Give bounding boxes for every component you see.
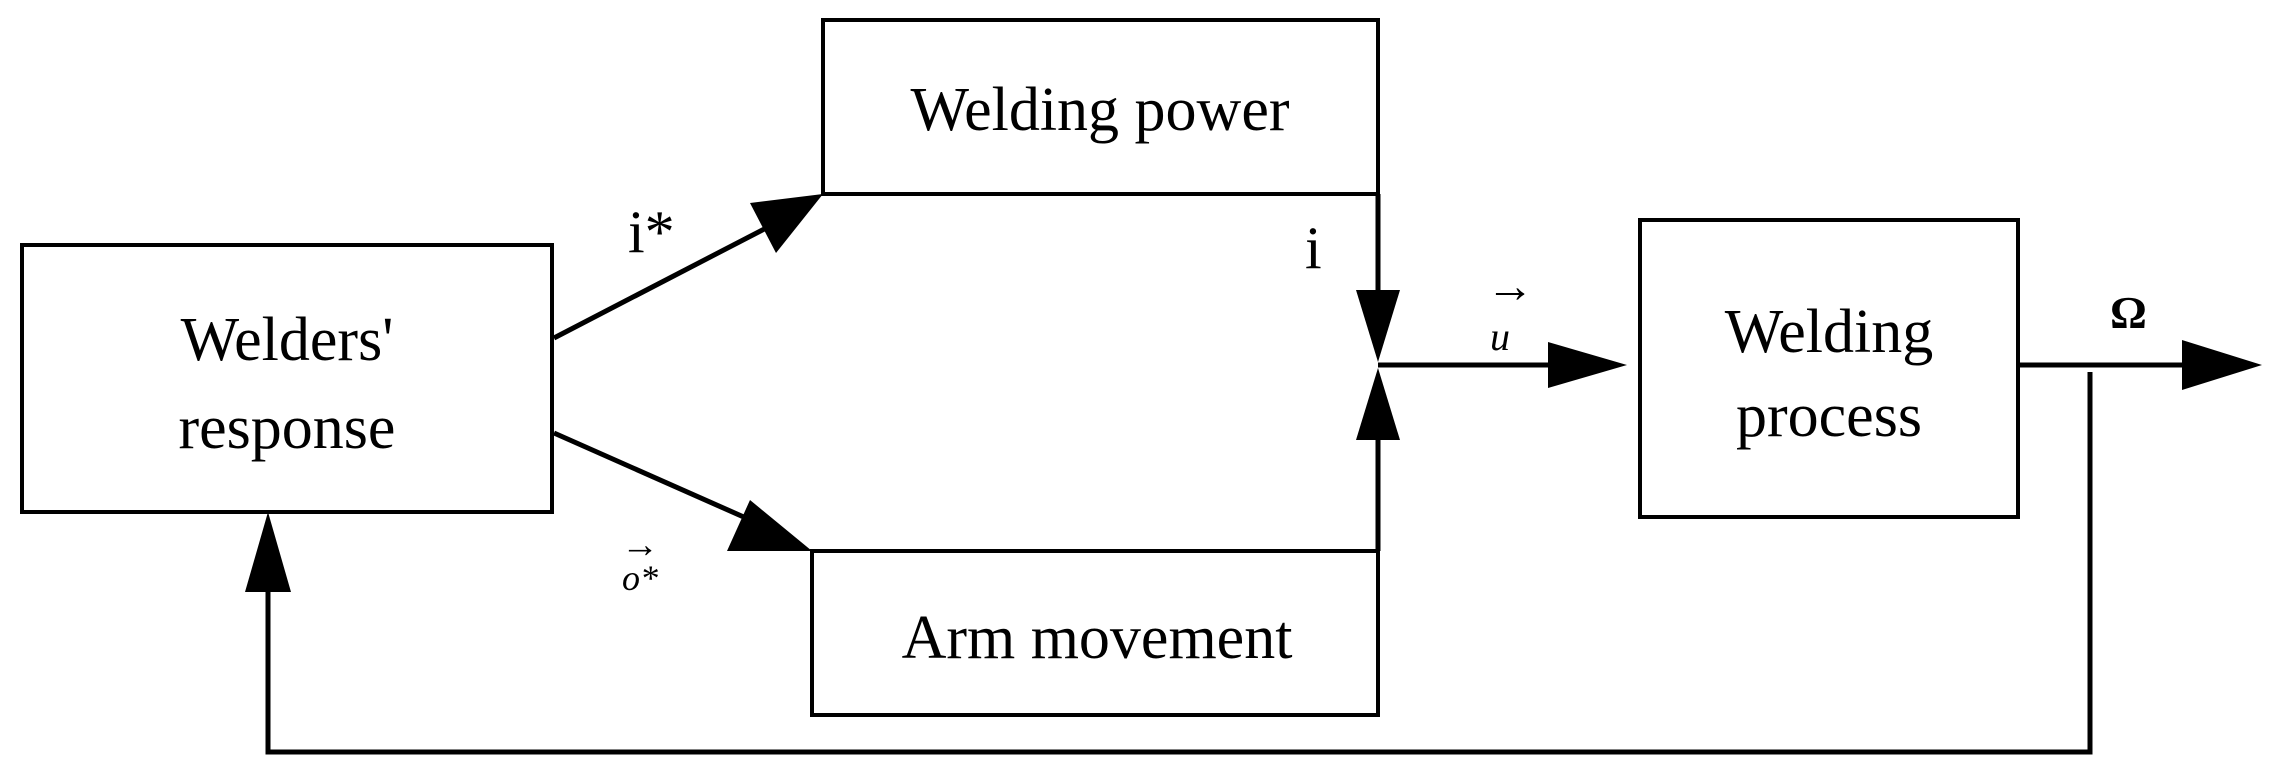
current-arrow: [1356, 194, 1400, 362]
welding-process-label-line1: Welding: [1725, 298, 1934, 366]
welders-response-label-line2: response: [179, 394, 396, 462]
output-label: Ω: [2110, 287, 2147, 338]
input-vector-vector-mark: →: [1486, 260, 1534, 313]
orientation-reference-vector-mark: →: [621, 524, 659, 566]
welders-response-block: Welders' response: [20, 243, 554, 514]
output-arrow: [2018, 340, 2262, 390]
welding-power-label: Welding power: [911, 76, 1290, 144]
orientation-reference-arrow: [552, 430, 812, 551]
welding-process-block: Welding process: [1638, 218, 2020, 519]
orientation-reference-label: o*: [622, 558, 658, 598]
current-label: i: [1305, 215, 1322, 281]
feedback-arrow: [245, 372, 2093, 755]
welders-response-label-line1: Welders': [181, 306, 394, 374]
input-vector-symbol: → u: [1486, 260, 1534, 359]
arm-output-arrow: [1356, 368, 1400, 551]
arm-movement-label: Arm movement: [902, 604, 1293, 672]
input-vector-arrow: [1378, 342, 1627, 388]
current-reference-label: i*: [628, 199, 675, 265]
input-vector-label: u: [1490, 314, 1510, 359]
welding-power-block: Welding power: [821, 18, 1380, 196]
welding-process-label-line2: process: [1736, 382, 1922, 450]
orientation-reference-symbol: → o*: [621, 524, 659, 598]
arm-movement-block: Arm movement: [810, 549, 1380, 717]
current-reference-arrow: [552, 194, 823, 341]
